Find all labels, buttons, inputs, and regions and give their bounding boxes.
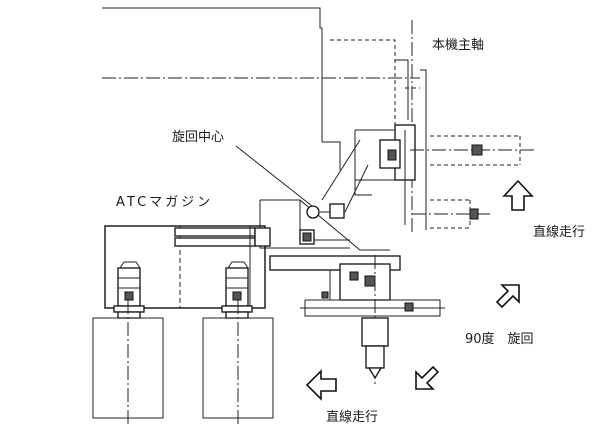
up-arrow-icon (502, 179, 534, 211)
rotation-center-label: 旋回中心 (172, 130, 224, 145)
left-arrow-icon (305, 369, 337, 401)
rotation-label: 90度 旋回 (465, 331, 534, 347)
spindle-tool-assembly (354, 124, 535, 229)
main-spindle-label: 本機主軸 (432, 38, 484, 53)
linear-travel-left-label: 直線走行 (326, 409, 378, 425)
atc-magazine-label: ATCマガジン (116, 195, 213, 210)
diag-up-right-arrow-icon (495, 284, 520, 309)
tool-holder-right (202, 300, 274, 425)
linear-travel-up-label: 直線走行 (533, 224, 585, 240)
tool-pot-left (113, 261, 145, 319)
tool-pot-right (221, 261, 253, 319)
exchange-arm (269, 255, 445, 385)
tool-holder-left (92, 300, 164, 425)
rotation-center-leader (235, 145, 313, 207)
atc-magazine (104, 225, 271, 309)
rotation-bracket (259, 139, 390, 251)
diag-down-left-arrow-icon (415, 365, 440, 390)
spindle-housing (102, 7, 427, 235)
